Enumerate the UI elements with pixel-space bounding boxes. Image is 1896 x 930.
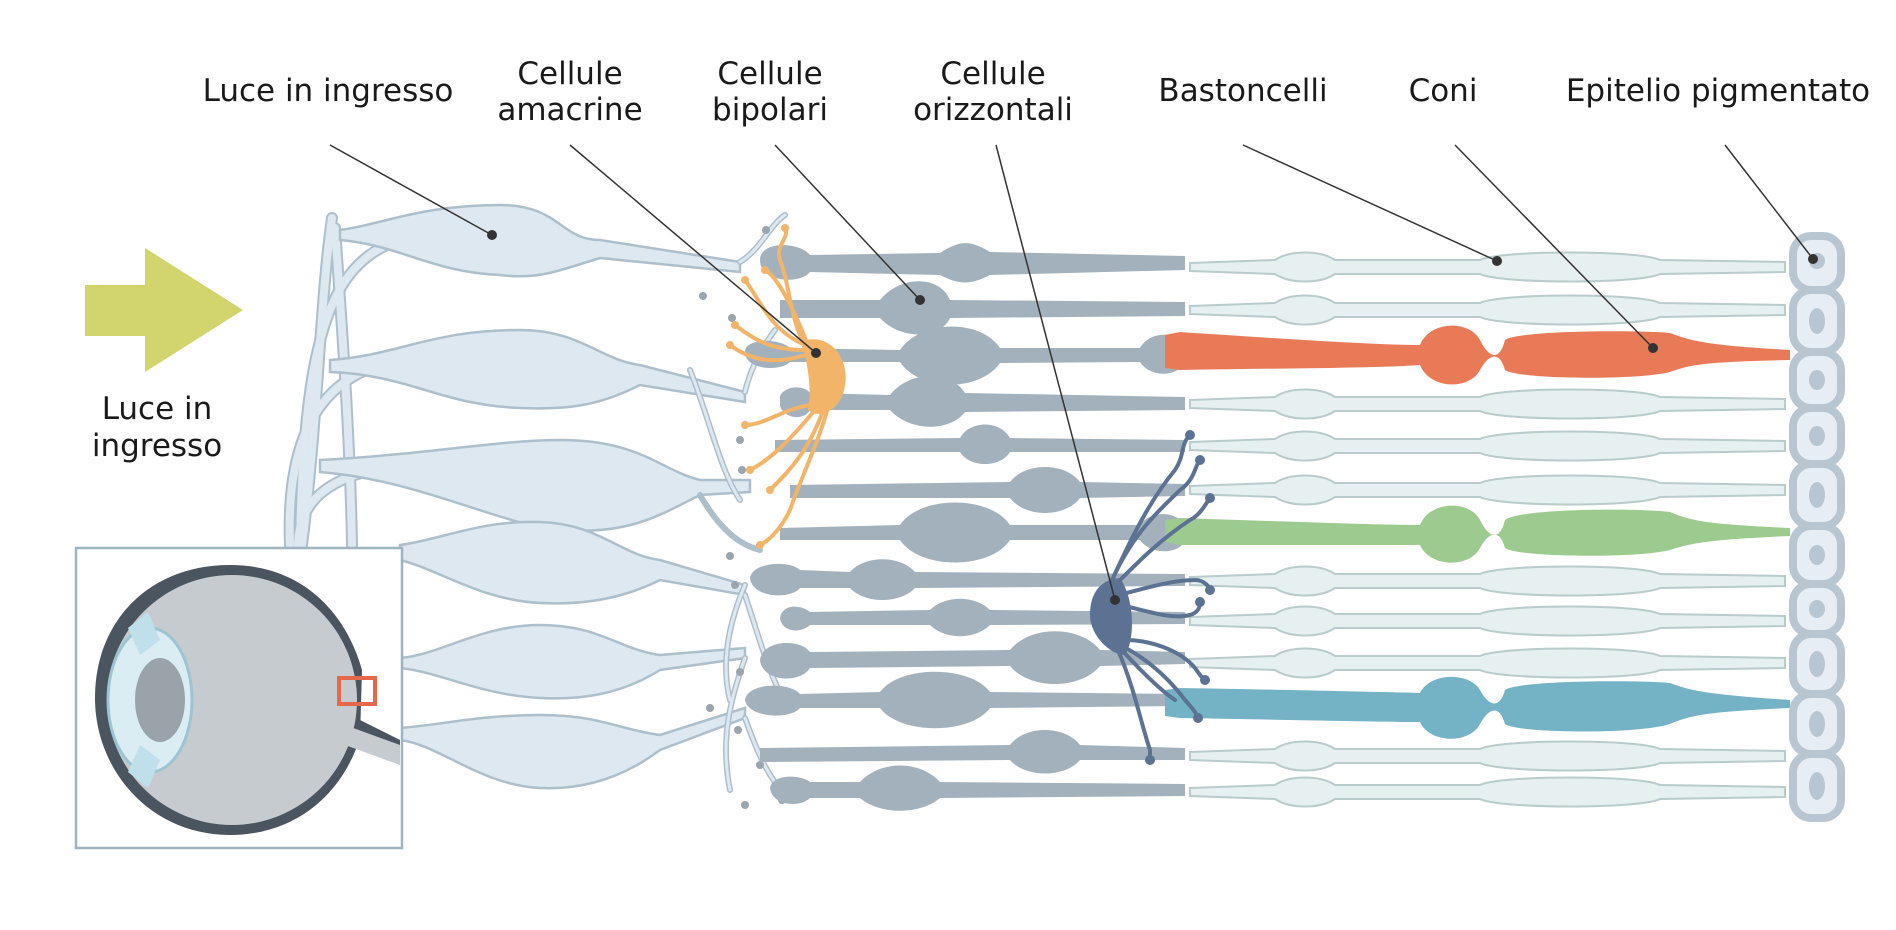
ganglion-cell [398, 520, 747, 605]
horizontal-soma [1090, 578, 1132, 655]
cone-red [1165, 325, 1790, 385]
label-amacrine-line1: Cellule [517, 56, 622, 92]
rod-cell [1189, 565, 1786, 597]
bipolar-cell [780, 375, 1185, 427]
rod-cell [1189, 294, 1786, 326]
rod-cells [1189, 251, 1786, 808]
label-bipolar-line1: Cellule [717, 56, 822, 92]
rod-cell [1189, 474, 1786, 506]
rod-cell [1189, 251, 1786, 283]
eyeball [95, 565, 400, 835]
bipolar-cell [760, 730, 1185, 774]
label-bipolar-line2: bipolari [712, 92, 828, 128]
label-amacrine-line2: amacrine [497, 92, 642, 128]
rod-cell [1189, 647, 1786, 679]
label-incoming-light-line1: Luce in [102, 391, 213, 427]
label-pigment-epithelium: Epitelio pigmentato [1566, 73, 1870, 109]
rod-cell [1189, 388, 1786, 420]
rod-cell [1189, 430, 1786, 462]
leader-dots [487, 230, 1818, 605]
eye-inset [74, 546, 404, 850]
ganglion-cell [398, 706, 747, 790]
bipolar-cell [745, 326, 1185, 385]
ganglion-cells [318, 203, 752, 790]
bipolar-cell [780, 598, 1185, 637]
bipolar-cell [770, 765, 1185, 811]
cone-blue [1165, 676, 1790, 739]
bipolar-cell [775, 424, 1185, 464]
bipolar-cell [780, 502, 1185, 563]
label-horizontal-line1: Cellule [940, 56, 1045, 92]
bipolar-cell [750, 559, 1185, 600]
amacrine-cell [726, 224, 846, 549]
bipolar-cell [760, 243, 1185, 283]
leader-lines [329, 144, 1814, 601]
rod-cell [1189, 740, 1786, 772]
cone-cells [1165, 325, 1790, 739]
bipolar-cell [745, 671, 1185, 729]
horizontal-cell [1090, 430, 1215, 765]
bipolar-cell [780, 281, 1185, 335]
label-incoming-light-line2: ingresso [92, 428, 222, 464]
optic-nerve [345, 725, 400, 765]
incoming-light-arrow [85, 248, 243, 372]
label-rods: Bastoncelli [1158, 73, 1327, 109]
retina-highlight-box [337, 676, 377, 706]
bipolar-cell [760, 631, 1185, 684]
ganglion-cell [338, 203, 742, 278]
synapse-dots [699, 226, 786, 809]
label-incoming-light-top: Luce in ingresso [203, 73, 454, 109]
ganglion-cell [318, 438, 752, 532]
label-cones: Coni [1409, 73, 1478, 109]
ganglion-cell [328, 328, 747, 410]
label-horizontal-line2: orizzontali [913, 92, 1073, 128]
rod-cell [1189, 776, 1786, 808]
bipolar-cell [790, 467, 1185, 513]
bipolar-cells [745, 243, 1185, 811]
rod-cell [1189, 605, 1786, 637]
amacrine-soma [800, 339, 846, 414]
ganglion-cell [398, 623, 747, 700]
cone-green [1165, 505, 1790, 563]
